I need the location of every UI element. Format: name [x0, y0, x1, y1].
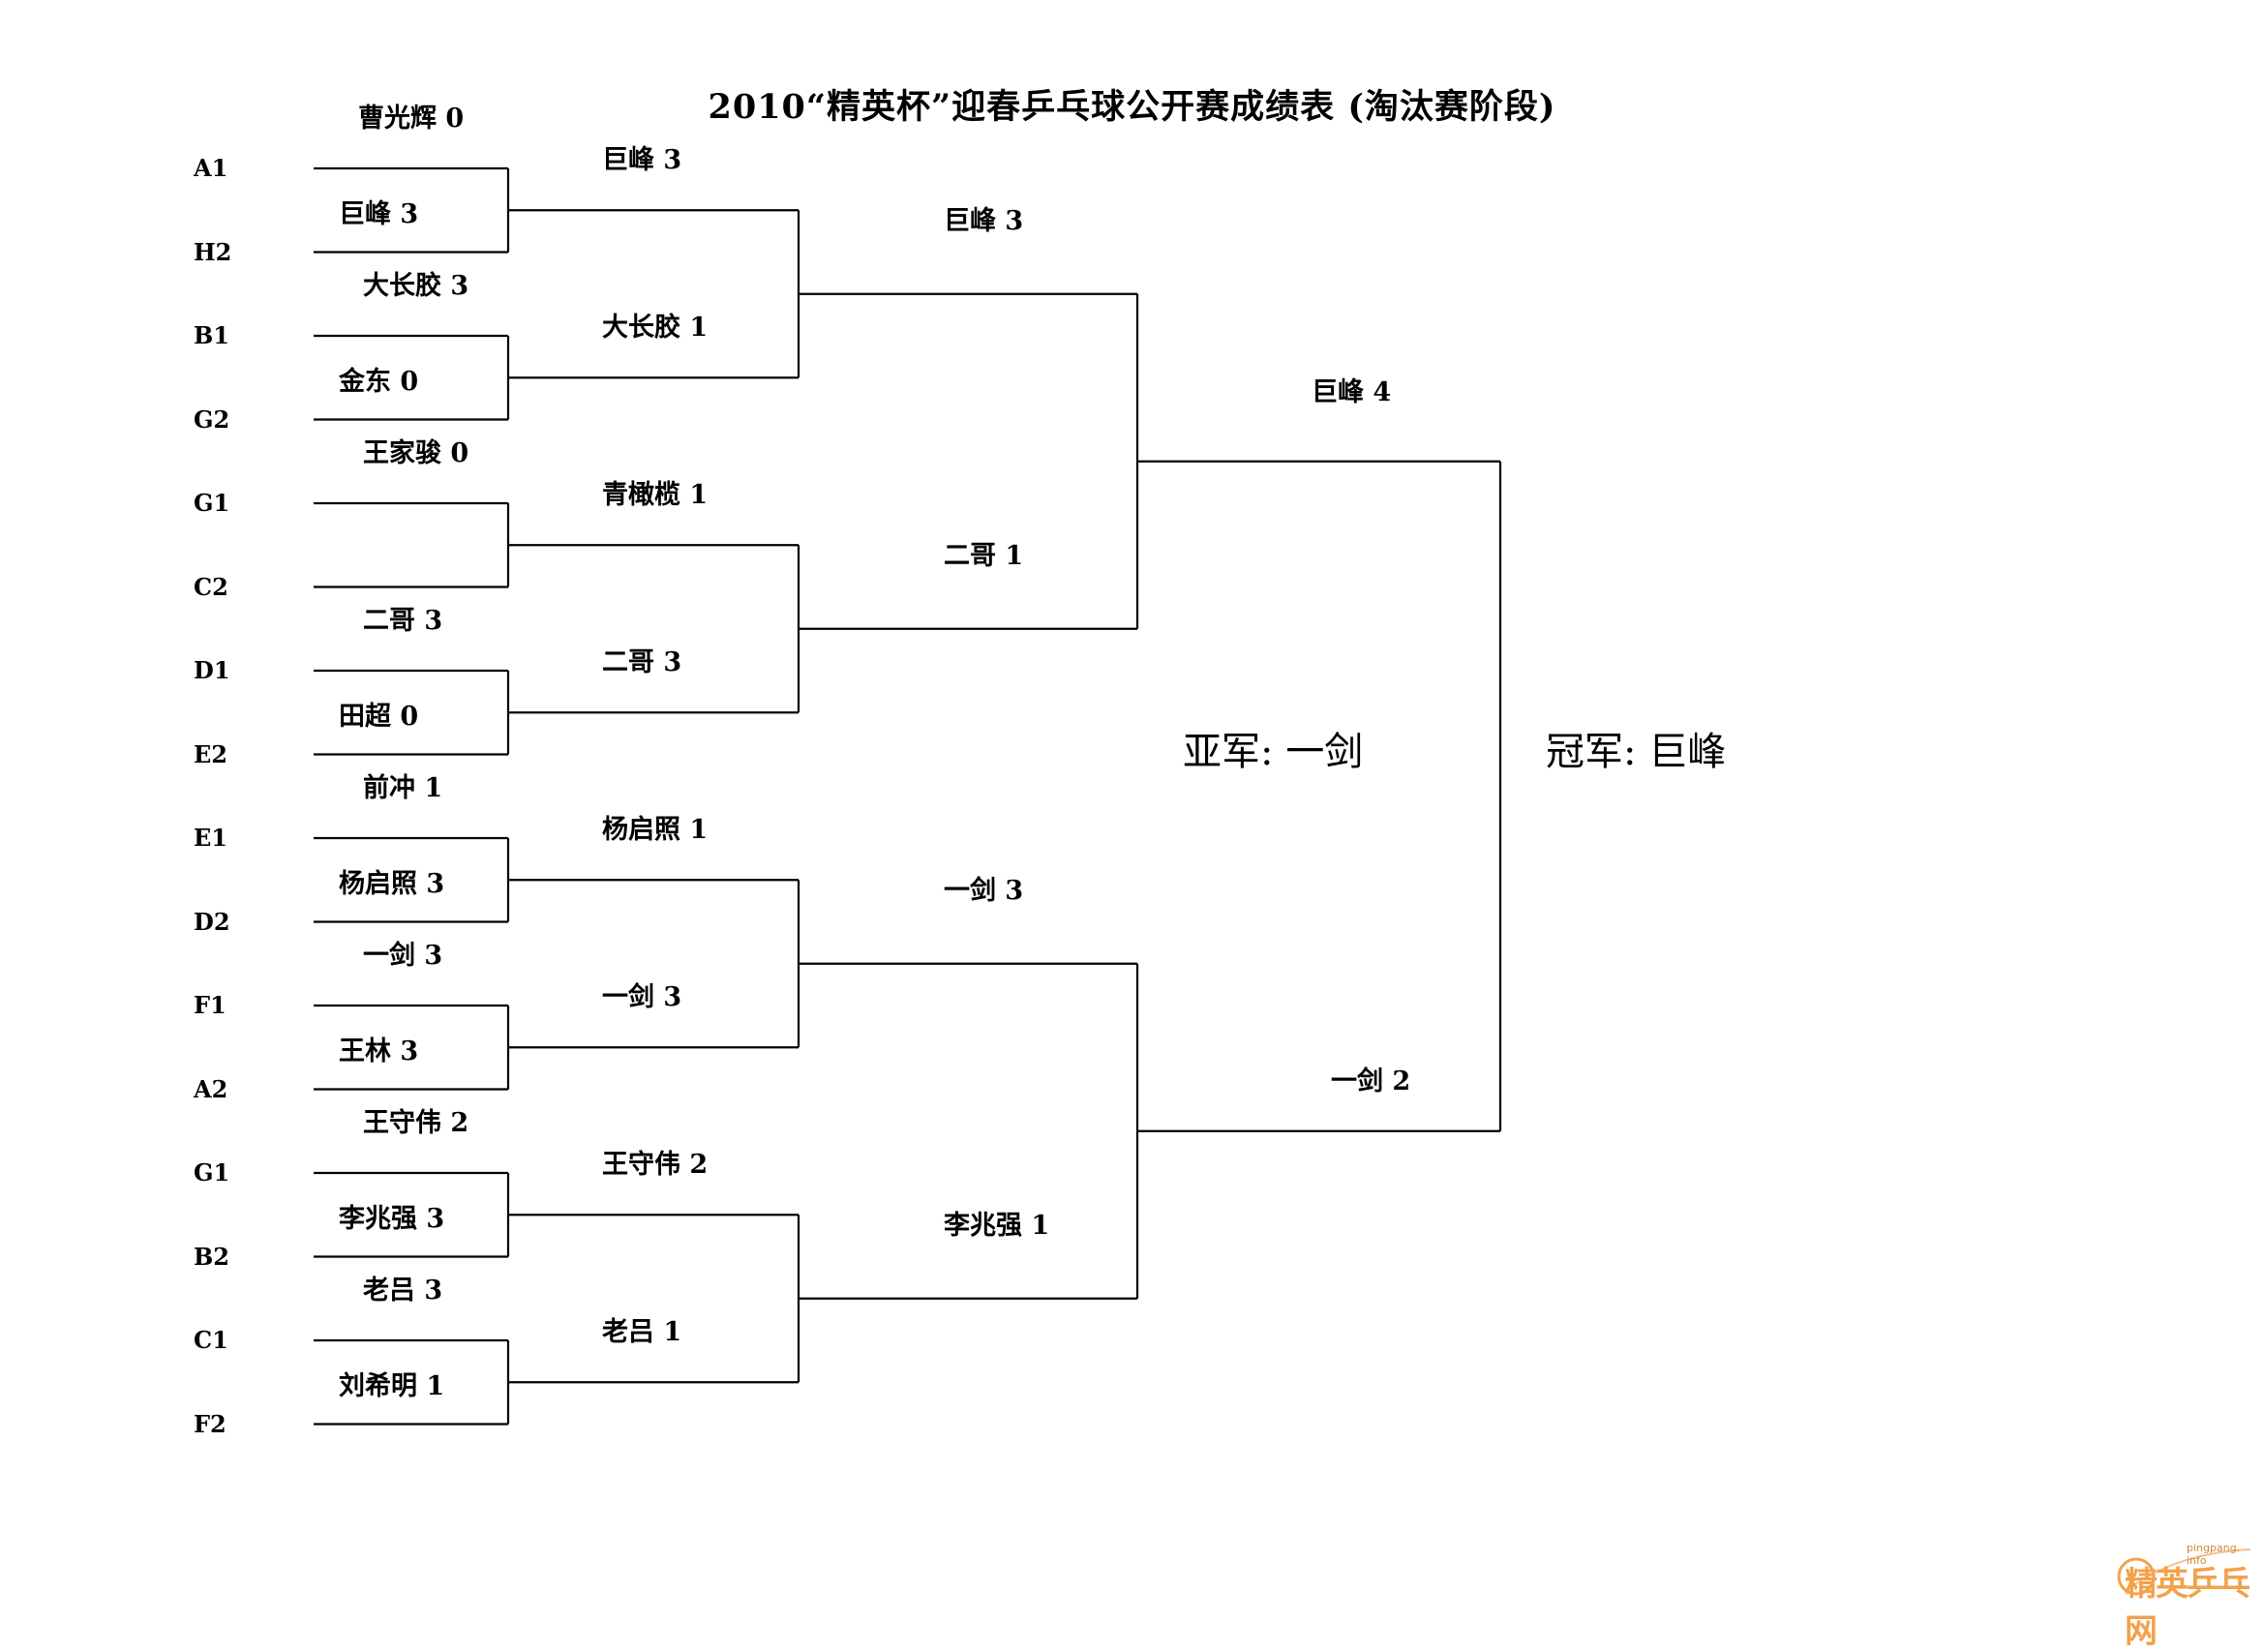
round1-box-label: 杨启照 3 — [339, 869, 445, 900]
champion-label: 冠军: 巨峰 — [1546, 730, 1727, 774]
round1-box-label: 田超 0 — [339, 702, 419, 733]
round1-top-label: 王家骏 0 — [363, 438, 469, 468]
round3-label: 李兆强 1 — [944, 1210, 1050, 1241]
round1-top-label: 大长胶 3 — [363, 271, 469, 301]
round1-top-label: 王守伟 2 — [363, 1108, 469, 1138]
page-title: 2010“精英杯”迎春乒乓球公开赛成绩表 (淘汰赛阶段) — [708, 87, 1556, 127]
round2-label: 王守伟 2 — [602, 1150, 709, 1181]
round2-label: 大长胶 1 — [602, 313, 709, 344]
seed-label: H2 — [194, 237, 232, 266]
round2-label: 杨启照 1 — [602, 815, 709, 846]
round3-label: 二哥 1 — [944, 540, 1024, 571]
seed-label: B1 — [194, 321, 229, 349]
round1-top-label: 前冲 1 — [363, 773, 443, 803]
round1-top-label: 二哥 3 — [363, 606, 443, 636]
round1-box-label: 李兆强 3 — [339, 1204, 445, 1235]
round2-label: 青橄榄 1 — [602, 480, 709, 511]
seed-label: A2 — [194, 1074, 228, 1103]
final-label: 一剑 2 — [1331, 1066, 1411, 1096]
seed-label: A1 — [194, 154, 228, 182]
round1-top-label: 曹光辉 0 — [358, 104, 465, 134]
round2-label: 老吕 1 — [602, 1317, 682, 1348]
round1-box-label: 金东 0 — [339, 367, 419, 398]
seed-label: B2 — [194, 1242, 229, 1271]
seed-label: E1 — [194, 824, 227, 852]
seed-label: C2 — [194, 572, 228, 601]
seed-label: F1 — [194, 991, 226, 1019]
seed-label: D1 — [194, 656, 230, 684]
round1-box-label: 刘希明 1 — [339, 1371, 445, 1402]
watermark-url: pingpang. info — [2187, 1542, 2241, 1567]
round3-label: 巨峰 3 — [944, 205, 1024, 236]
watermark-name: 精英乒乓网 — [2125, 1565, 2250, 1651]
watermark-logo-icon — [2117, 1548, 2251, 1596]
seed-label: E2 — [194, 739, 227, 768]
seed-label: D2 — [194, 907, 230, 936]
runner-up-label: 亚军: 一剑 — [1183, 730, 1364, 774]
seed-label: G2 — [194, 405, 230, 434]
round2-label: 巨峰 3 — [602, 145, 682, 176]
seed-label: G1 — [194, 1158, 230, 1186]
seed-label: F2 — [194, 1409, 226, 1438]
seed-label: C1 — [194, 1326, 228, 1354]
round1-top-label: 一剑 3 — [363, 941, 443, 971]
bracket-lines — [314, 166, 1502, 1426]
site-watermark: pingpang. info 精英乒乓网 — [2115, 1534, 2260, 1651]
round2-label: 一剑 3 — [602, 982, 682, 1013]
round1-top-label: 老吕 3 — [363, 1276, 443, 1306]
round1-box-label: 王林 3 — [339, 1036, 419, 1067]
round2-label: 二哥 3 — [602, 647, 682, 678]
round3-label: 一剑 3 — [944, 875, 1024, 906]
final-label: 巨峰 4 — [1312, 376, 1392, 407]
seed-label: G1 — [194, 489, 230, 517]
round1-box-label: 巨峰 3 — [339, 199, 419, 230]
